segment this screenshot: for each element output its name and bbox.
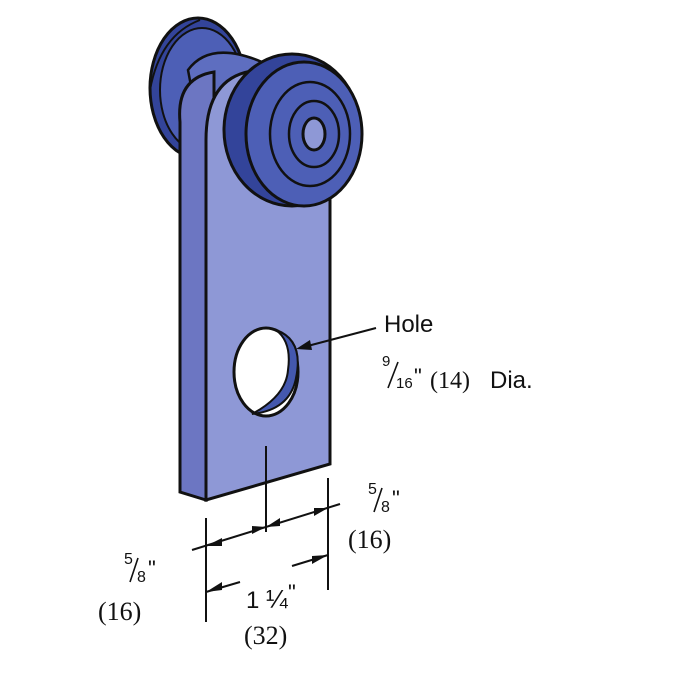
hole-callout: Hole 9 16 " (14) Dia. [382,311,533,394]
left-fraction-inch: " [148,556,156,581]
right-offset-callout: 5 8 " (16) [348,481,400,554]
width-whole: 1 [246,587,259,614]
front-roller-wheel-icon [222,52,364,208]
width-callout: 1 ¼ " (32) [244,580,296,650]
right-fraction-inch: " [392,486,400,511]
hole-dia-label: Dia. [490,367,533,394]
right-fraction-numerator: 5 [368,481,377,498]
width-fraction-inch: " [288,580,296,605]
hole-metric: (14) [430,368,470,394]
mounting-hole-icon [232,326,300,418]
width-fraction: ¼ [266,584,288,614]
hole-title: Hole [384,311,433,338]
hole-fraction-inch: " [414,364,422,389]
width-metric: (32) [244,621,287,650]
left-metric: (16) [98,597,141,626]
hole-fraction-denominator: 16 [396,375,413,392]
hole-fraction-numerator: 9 [382,353,390,370]
dimension-lines [191,446,341,622]
left-offset-callout: 5 8 " (16) [98,551,156,626]
right-metric: (16) [348,525,391,554]
left-fraction-denominator: 8 [137,569,146,586]
right-fraction-denominator: 8 [381,499,390,516]
hole-leader-arrow [296,327,377,350]
left-fraction-numerator: 5 [124,551,133,568]
